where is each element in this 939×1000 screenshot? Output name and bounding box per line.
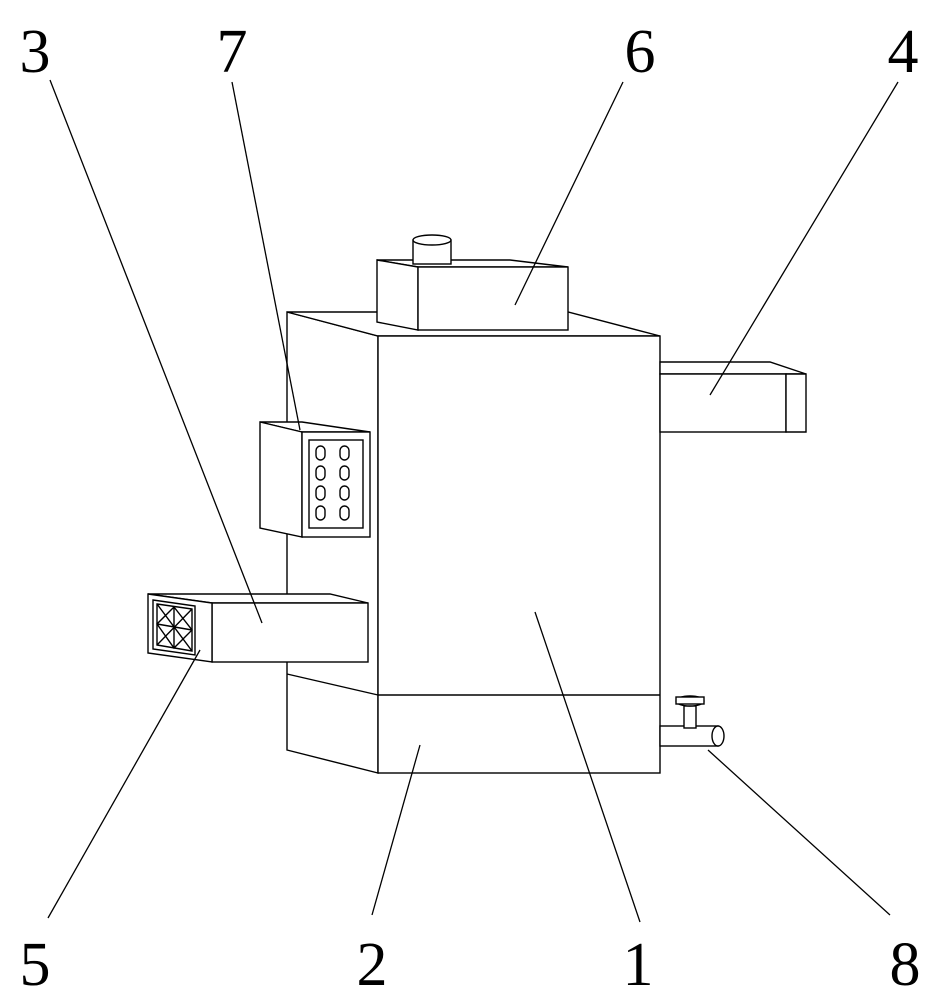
panel-button (339, 445, 350, 461)
right-duct-top-face (659, 361, 807, 375)
leader-7 (231, 81, 301, 431)
callout-6: 6 (625, 18, 656, 86)
panel-button (315, 465, 326, 481)
callout-3: 3 (20, 18, 51, 86)
main-housing (286, 311, 661, 774)
leader-5 (47, 649, 201, 919)
callout-labels: 3 7 6 4 5 2 1 8 (20, 18, 921, 999)
drain-valve (659, 695, 725, 747)
panel-button (339, 505, 350, 521)
callout-2: 2 (357, 931, 388, 999)
grille-frame (152, 599, 196, 656)
panel-button (339, 465, 350, 481)
leader-8 (707, 749, 891, 916)
leader-6 (514, 81, 624, 306)
leader-1 (534, 611, 641, 923)
panel-button (339, 485, 350, 501)
callout-4: 4 (888, 18, 919, 86)
callout-8: 8 (890, 931, 921, 999)
left-duct-front-face (211, 602, 369, 663)
top-box-cap-top (412, 234, 452, 246)
right-duct-end-face (785, 373, 807, 433)
base-side-divider (286, 673, 379, 696)
housing-front-face (377, 335, 661, 774)
top-box-side-face (376, 259, 419, 331)
leader-lines (47, 79, 899, 923)
leader-4 (709, 81, 899, 396)
grille-mesh (156, 603, 193, 652)
right-duct-front-face (659, 373, 787, 433)
callout-7: 7 (217, 18, 248, 86)
panel-button (315, 485, 326, 501)
top-box-front-face (417, 266, 569, 331)
valve-stem (683, 705, 697, 729)
valve-handle-rim (675, 696, 705, 705)
base-section (286, 673, 660, 696)
valve-pipe (659, 725, 719, 747)
callout-1: 1 (623, 931, 654, 999)
valve-pipe-end (711, 725, 725, 747)
leader-3 (49, 79, 263, 624)
top-box (376, 234, 569, 331)
control-panel (259, 421, 371, 538)
leader-2 (371, 744, 421, 916)
right-duct (659, 361, 807, 433)
panel-side-face (259, 421, 303, 538)
panel-button (315, 445, 326, 461)
filter-grille (152, 599, 196, 656)
panel-buttons (315, 445, 350, 521)
panel-button (315, 505, 326, 521)
callout-5: 5 (20, 931, 51, 999)
housing-left-face (286, 311, 379, 774)
